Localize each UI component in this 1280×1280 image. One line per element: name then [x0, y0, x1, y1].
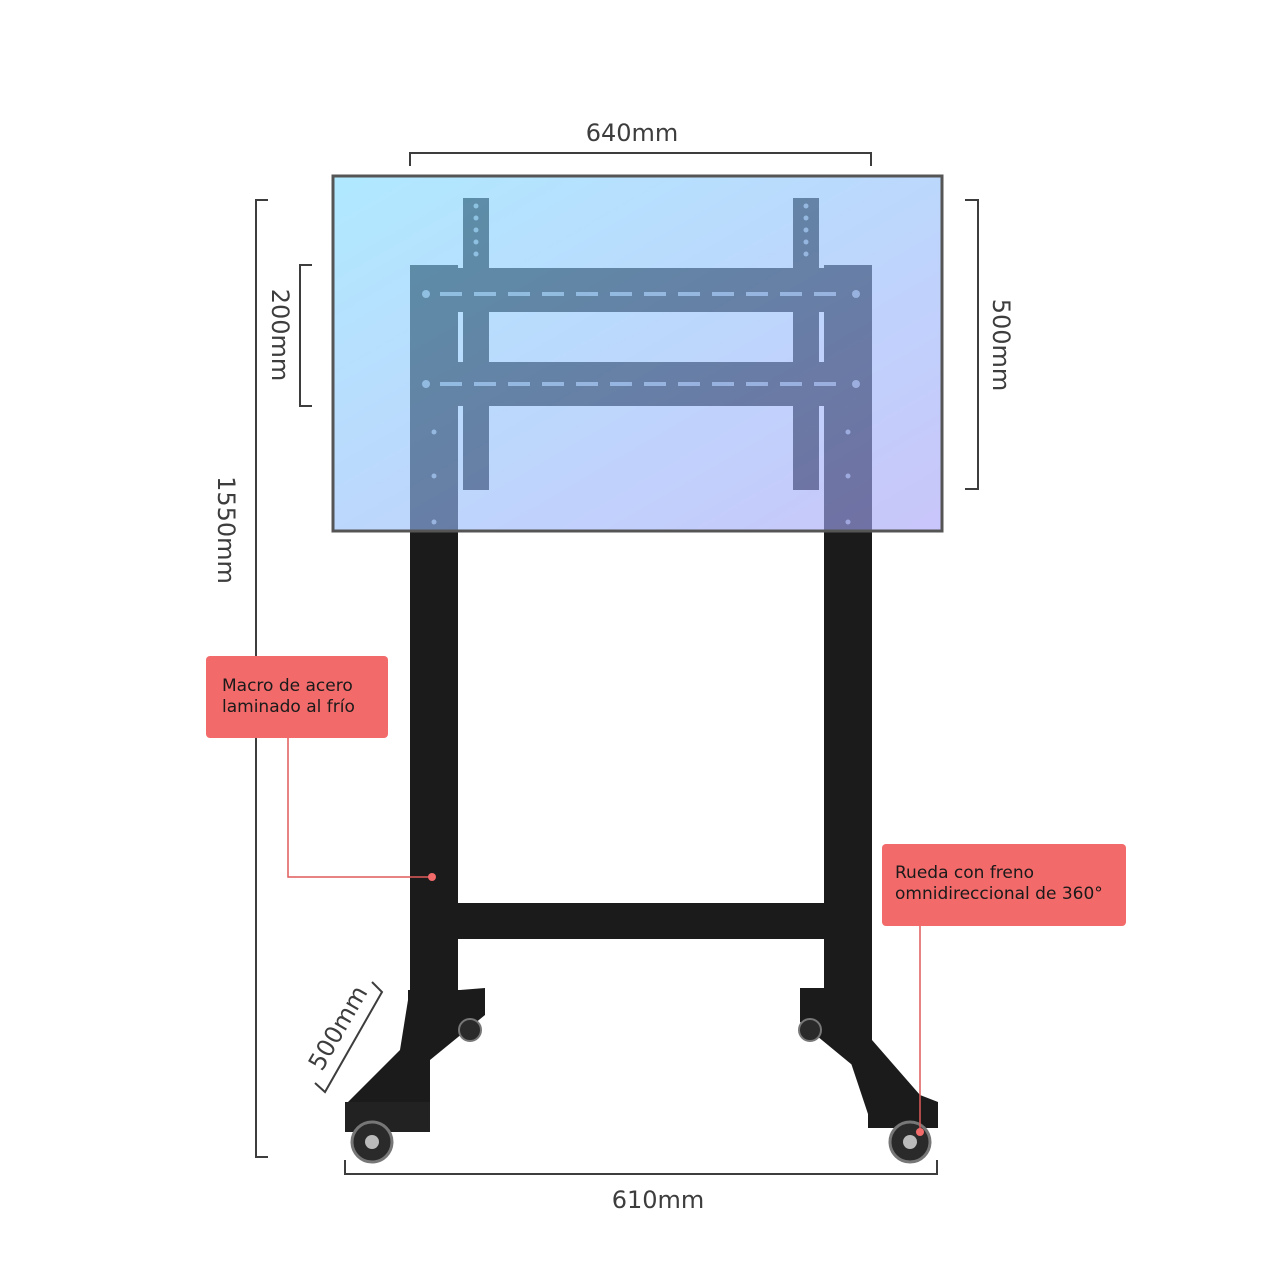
dim-label-500-right: 500mm	[987, 299, 1015, 392]
right-rear-wheel	[798, 1018, 822, 1042]
leader-lines	[287, 738, 921, 1132]
callout-brake-wheel-line2: omnidireccional de 360°	[895, 884, 1103, 904]
dim-label-640: 640mm	[586, 119, 679, 147]
left-foot	[345, 988, 485, 1164]
callout-steel-frame-line2: laminado al frío	[222, 697, 355, 717]
callout-brake-wheel: Rueda con freno omnidireccional de 360°	[882, 844, 1126, 926]
callout-brake-wheel-line1: Rueda con freno	[895, 863, 1035, 883]
lower-crossbar	[456, 903, 826, 939]
left-rear-wheel	[458, 1018, 482, 1042]
dim-label-1550: 1550mm	[212, 476, 240, 584]
leader-frame	[287, 738, 430, 878]
leader-wheel-dot	[916, 1128, 924, 1136]
dim-label-500-base: 500mm	[303, 981, 374, 1075]
dim-line-500-base	[314, 981, 384, 1094]
dim-label-200: 200mm	[266, 289, 294, 382]
dim-label-610: 610mm	[612, 1186, 705, 1214]
leader-frame-dot	[428, 873, 436, 881]
dim-line-610	[344, 1160, 938, 1175]
callout-steel-frame-line1: Macro de acero	[222, 676, 353, 696]
dim-line-200	[299, 264, 312, 407]
dim-line-500-right	[965, 199, 979, 490]
tv-screen	[331, 174, 944, 533]
callout-steel-frame: Macro de acero laminado al frío	[206, 656, 388, 738]
dim-line-640	[409, 152, 872, 166]
right-foot	[798, 988, 938, 1164]
